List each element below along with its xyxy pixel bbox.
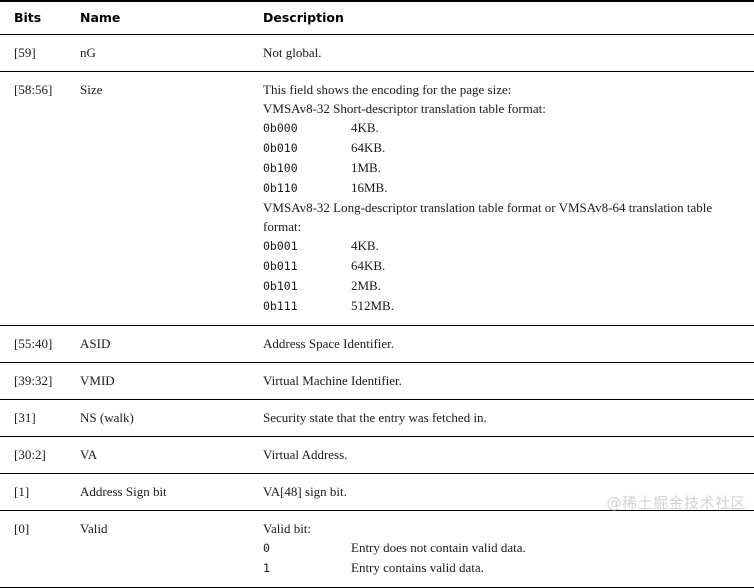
cell-description: VA[48] sign bit. (257, 473, 754, 511)
column-header-description: Description (257, 0, 754, 35)
column-header-bits: Bits (0, 0, 72, 35)
cell-bits: [30:2] (0, 436, 72, 474)
encoding-value: 64KB. (351, 140, 386, 155)
encoding-row: 0b100 1MB. (263, 158, 753, 178)
encoding-value: 2MB. (351, 278, 381, 293)
encoding-value: Entry does not contain valid data. (351, 540, 526, 555)
table-row: [1]Address Sign bit VA[48] sign bit. (0, 473, 754, 511)
description-line: VMSAv8-32 Long-descriptor translation ta… (263, 200, 713, 234)
encoding-row: 0b111 512MB. (263, 296, 753, 316)
encoding-code: 0b000 (263, 121, 298, 135)
encoding-value: Entry contains valid data. (351, 560, 484, 575)
encoding-row: 1 Entry contains valid data. (263, 558, 753, 578)
encoding-code: 0 (263, 541, 270, 555)
cell-name: VMID (72, 362, 257, 400)
cell-name: NS (walk) (72, 399, 257, 437)
description-line: VA[48] sign bit. (263, 484, 347, 499)
encoding-row: 0b001 4KB. (263, 236, 753, 256)
description-line: Virtual Machine Identifier. (263, 373, 402, 388)
table-row: [39:32]VMID Virtual Machine Identifier. (0, 362, 754, 400)
description-line: VMSAv8-32 Short-descriptor translation t… (263, 101, 546, 116)
table-row: [58:56]Size This field shows the encoding… (0, 71, 754, 326)
table-row: [30:2]VA Virtual Address. (0, 436, 754, 474)
encoding-code: 1 (263, 561, 270, 575)
encoding-row: 0b000 4KB. (263, 118, 753, 138)
cell-bits: [39:32] (0, 362, 72, 400)
encoding-row: 0b010 64KB. (263, 138, 753, 158)
cell-description: This field shows the encoding for the pa… (257, 71, 754, 326)
cell-bits: [55:40] (0, 325, 72, 363)
encoding-code: 0b101 (263, 279, 298, 293)
cell-bits: [58:56] (0, 71, 72, 326)
cell-bits: [0] (0, 510, 72, 588)
encoding-code: 0b010 (263, 141, 298, 155)
cell-bits: [1] (0, 473, 72, 511)
description-line: Security state that the entry was fetche… (263, 410, 487, 425)
table-row: [31]NS (walk) Security state that the ent… (0, 399, 754, 437)
cell-name: VA (72, 436, 257, 474)
description-line: Valid bit: (263, 521, 312, 536)
description-line: This field shows the encoding for the pa… (263, 82, 512, 97)
encoding-row: 0 Entry does not contain valid data. (263, 538, 753, 558)
cell-description: Valid bit: 0 Entry does not contain valid … (257, 510, 754, 588)
description-line: Not global. (263, 45, 322, 60)
column-header-name: Name (72, 0, 257, 35)
cell-name: Address Sign bit (72, 473, 257, 511)
cell-description: Security state that the entry was fetche… (257, 399, 754, 437)
encoding-row: 0b101 2MB. (263, 276, 753, 296)
encoding-value: 4KB. (351, 120, 379, 135)
description-line: Address Space Identifier. (263, 336, 395, 351)
table-header: Bits Name Description (0, 0, 754, 35)
encoding-row: 0b011 64KB. (263, 256, 753, 276)
cell-description: Not global. (257, 34, 754, 72)
encoding-code: 0b100 (263, 161, 298, 175)
cell-bits: [31] (0, 399, 72, 437)
description-line: Virtual Address. (263, 447, 348, 462)
header-row: Bits Name Description (0, 0, 754, 35)
table-row: [55:40]ASID Address Space Identifier. (0, 325, 754, 363)
encoding-value: 512MB. (351, 298, 394, 313)
encoding-code: 0b001 (263, 239, 298, 253)
table-row: [0]Valid Valid bit: 0 Entry does not contai… (0, 510, 754, 588)
encoding-code: 0b011 (263, 259, 298, 273)
encoding-code: 0b111 (263, 299, 298, 313)
cell-name: nG (72, 34, 257, 72)
encoding-value: 16MB. (351, 180, 388, 195)
encoding-value: 1MB. (351, 160, 381, 175)
cell-description: Address Space Identifier. (257, 325, 754, 363)
encoding-value: 4KB. (351, 238, 379, 253)
cell-name: Valid (72, 510, 257, 588)
table-row: [59]nG Not global. (0, 34, 754, 72)
cell-description: Virtual Address. (257, 436, 754, 474)
encoding-row: 0b110 16MB. (263, 178, 753, 198)
table-body: [59]nG Not global. [58:56]Size This field s… (0, 34, 754, 588)
encoding-code: 0b110 (263, 181, 298, 195)
cell-bits: [59] (0, 34, 72, 72)
cell-description: Virtual Machine Identifier. (257, 362, 754, 400)
cell-name: Size (72, 71, 257, 326)
encoding-value: 64KB. (351, 258, 386, 273)
cell-name: ASID (72, 325, 257, 363)
